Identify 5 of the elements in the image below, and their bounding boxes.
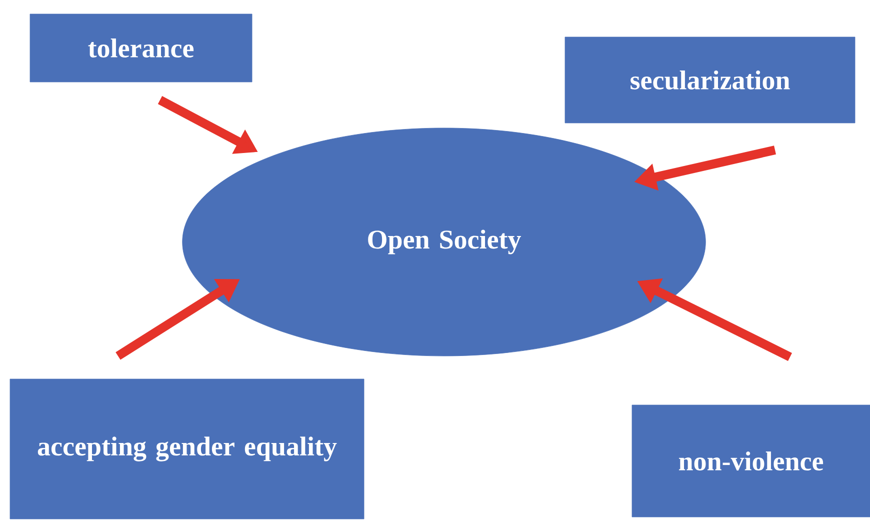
- concept-box: secularization: [564, 36, 856, 124]
- concept-box: tolerance: [30, 14, 252, 82]
- ellipse-node: Open Society: [182, 128, 706, 356]
- concept-box: non-violence: [632, 404, 870, 518]
- concept-box: accepting gender equality: [10, 378, 364, 520]
